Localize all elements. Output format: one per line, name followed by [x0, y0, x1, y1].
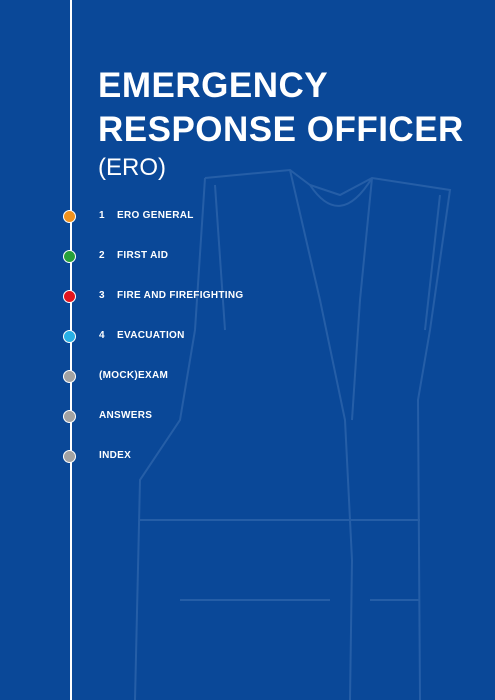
title-line-2: RESPONSE OFFICER — [98, 110, 464, 149]
page-subtitle: (ERO) — [98, 154, 166, 181]
chapter-dot-icon — [63, 450, 76, 463]
toc-item-ero-general[interactable]: 1 ERO GENERAL — [0, 207, 380, 227]
toc-item-answers[interactable]: ANSWERS — [0, 407, 380, 427]
timeline-line — [69, 0, 72, 700]
toc-item-fire-and-firefighting[interactable]: 3 FIRE AND FIREFIGHTING — [0, 287, 380, 307]
toc-item-number: 2 — [99, 250, 105, 261]
toc-item-label: (MOCK)EXAM — [99, 370, 168, 381]
toc-item-text: ERO GENERAL — [117, 210, 194, 221]
chapter-dot-icon — [63, 330, 76, 343]
page-title: EMERGENCY RESPONSE OFFICER — [98, 64, 464, 152]
toc-item-text: INDEX — [99, 450, 132, 461]
toc-item-number: 3 — [99, 290, 105, 301]
toc-item-index[interactable]: INDEX — [0, 447, 380, 467]
toc-item-text: EVACUATION — [117, 330, 185, 341]
chapter-dot-icon — [63, 370, 76, 383]
chapter-dot-icon — [63, 210, 76, 223]
toc-item-number: 1 — [99, 210, 105, 221]
toc-item-text: FIRST AID — [117, 250, 169, 261]
toc-item-label: INDEX — [99, 450, 131, 461]
chapter-dot-icon — [63, 410, 76, 423]
toc-item-mock-exam[interactable]: (MOCK)EXAM — [0, 367, 380, 387]
toc-item-text: (MOCK)EXAM — [99, 370, 169, 381]
toc-item-first-aid[interactable]: 2 FIRST AID — [0, 247, 380, 267]
toc-item-label: 3 FIRE AND FIREFIGHTING — [99, 290, 243, 301]
toc-item-label: 2 FIRST AID — [99, 250, 168, 261]
toc-item-label: 4 EVACUATION — [99, 330, 185, 341]
toc-item-label: ANSWERS — [99, 410, 152, 421]
toc-item-evacuation[interactable]: 4 EVACUATION — [0, 327, 380, 347]
toc-item-text: ANSWERS — [99, 410, 153, 421]
toc-item-text: FIRE AND FIREFIGHTING — [117, 290, 244, 301]
chapter-dot-icon — [63, 250, 76, 263]
toc-item-number: 4 — [99, 330, 105, 341]
title-line-1: EMERGENCY — [98, 66, 329, 105]
chapter-dot-icon — [63, 290, 76, 303]
toc-item-label: 1 ERO GENERAL — [99, 210, 194, 221]
